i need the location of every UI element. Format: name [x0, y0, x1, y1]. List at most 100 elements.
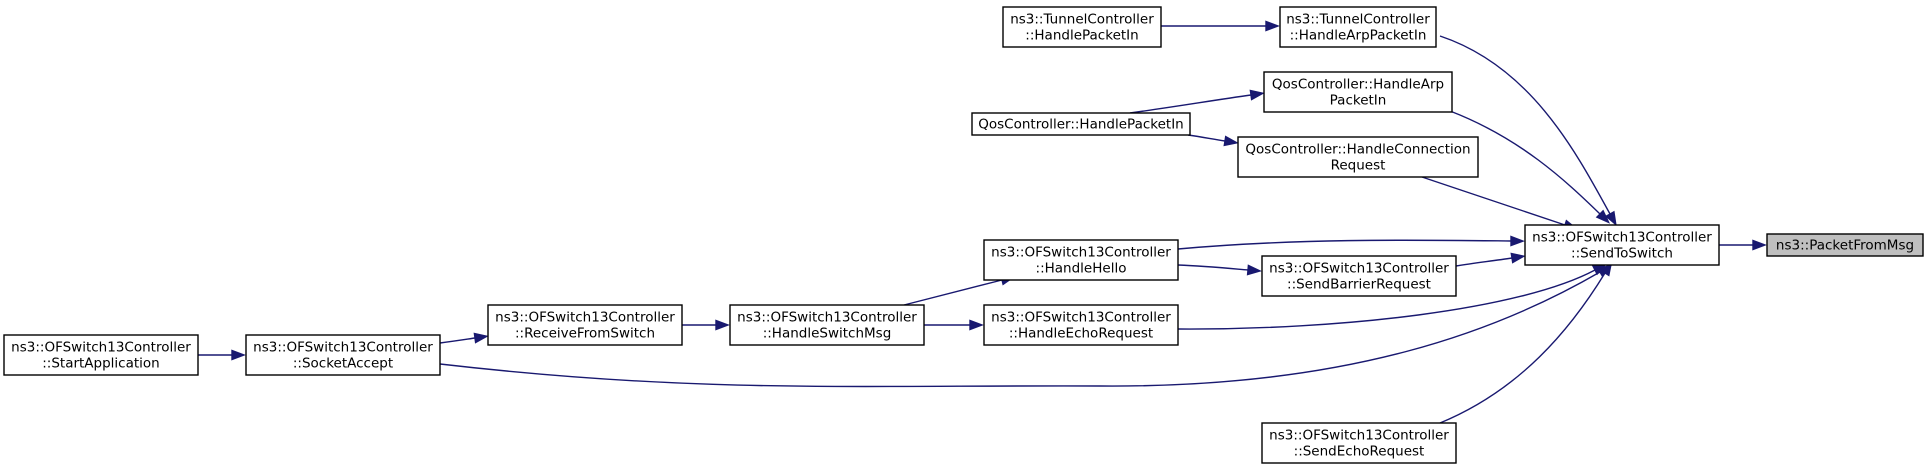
node-box[interactable]: [1261, 422, 1457, 464]
edge-line: [1177, 239, 1512, 250]
node-qos-handle-arp[interactable]: QosController::HandleArpPacketIn: [1263, 71, 1453, 113]
edge-line: [903, 279, 1003, 306]
node-label: ns3::OFSwitch13Controller: [495, 310, 675, 326]
node-send-echo[interactable]: ns3::OFSwitch13Controller::SendEchoReque…: [1261, 422, 1457, 464]
edge-arrowhead: [1510, 252, 1526, 264]
node-box[interactable]: [1766, 233, 1924, 257]
node-label: ::SendEchoRequest: [1294, 444, 1425, 460]
edge-arrowhead: [969, 319, 984, 331]
edge-arrowhead: [473, 332, 489, 344]
node-handle-hello[interactable]: ns3::OFSwitch13Controller::HandleHello: [983, 239, 1179, 281]
node-label: ::SocketAccept: [293, 356, 393, 372]
node-send-to-switch[interactable]: ns3::OFSwitch13Controller::SendToSwitch: [1524, 224, 1720, 266]
node-label: ::ReceiveFromSwitch: [515, 326, 655, 342]
node-box[interactable]: [3, 334, 199, 376]
node-send-barrier[interactable]: ns3::OFSwitch13Controller::SendBarrierRe…: [1261, 255, 1457, 297]
node-box[interactable]: [1524, 224, 1720, 266]
node-label: ::StartApplication: [42, 356, 160, 372]
edge-line: [1449, 110, 1601, 215]
node-label: ::HandlePacketIn: [1025, 28, 1138, 44]
node-handle-echo[interactable]: ns3::OFSwitch13Controller::HandleEchoReq…: [983, 304, 1179, 346]
node-label: ns3::OFSwitch13Controller: [991, 310, 1171, 326]
node-box[interactable]: [983, 239, 1179, 281]
node-qos-handle-packet[interactable]: QosController::HandlePacketIn: [971, 112, 1191, 136]
edge-line: [1455, 257, 1513, 267]
edge-line: [1439, 35, 1611, 215]
edge-line: [439, 337, 476, 344]
node-label: ns3::OFSwitch13Controller: [11, 340, 191, 356]
edge-qos_handle_packet-to-qos_handle_arp: [1129, 89, 1265, 114]
node-receive-from-switch[interactable]: ns3::OFSwitch13Controller::ReceiveFromSw…: [487, 304, 683, 346]
node-label: ns3::OFSwitch13Controller: [737, 310, 917, 326]
node-label: QosController::HandleConnection: [1245, 142, 1470, 158]
node-label: ::HandleArpPacketIn: [1290, 28, 1427, 44]
node-label: ::HandleHello: [1036, 261, 1127, 277]
edge-qos_handle_packet-to-qos_handle_conn: [1187, 134, 1239, 147]
node-label: ns3::TunnelController: [1010, 12, 1154, 28]
edge-qos_handle_arp-to-send_to_switch: [1449, 110, 1611, 224]
node-label: QosController::HandlePacketIn: [978, 117, 1184, 133]
edge-send_echo-to-send_to_switch: [1439, 261, 1613, 424]
edge-tunnel_handle_packet-to-tunnel_handle_arp: [1161, 20, 1280, 32]
edge-line: [1177, 264, 1249, 271]
node-label: Request: [1331, 158, 1386, 174]
edge-arrowhead: [1595, 209, 1611, 224]
edge-line: [1439, 272, 1606, 424]
edge-arrowhead: [1752, 239, 1767, 251]
node-box[interactable]: [1263, 71, 1453, 113]
edge-line: [1187, 134, 1226, 142]
edge-arrowhead: [1246, 264, 1262, 276]
node-box[interactable]: [1279, 6, 1437, 48]
edge-handle_hello-to-send_to_switch: [1177, 235, 1525, 250]
function-nodes: ns3::PacketFromMsgns3::OFSwitch13Control…: [3, 6, 1924, 464]
edge-line: [1129, 94, 1252, 114]
edge-arrowhead: [1249, 89, 1265, 101]
edge-receive_from_switch-to-handle_switch_msg: [682, 319, 730, 331]
edge-handle_hello-to-send_barrier: [1177, 264, 1262, 276]
edge-start_application-to-socket_accept: [198, 349, 246, 361]
edge-arrowhead: [231, 349, 246, 361]
edge-handle_switch_msg-to-handle_echo: [924, 319, 984, 331]
node-box[interactable]: [245, 334, 441, 376]
edge-arrowhead: [1510, 235, 1525, 247]
node-label: ::SendToSwitch: [1571, 246, 1673, 262]
edge-send_barrier-to-send_to_switch: [1455, 252, 1526, 267]
node-packet-from-msg[interactable]: ns3::PacketFromMsg: [1766, 233, 1924, 257]
node-box[interactable]: [1237, 136, 1479, 178]
node-label: ns3::PacketFromMsg: [1776, 238, 1914, 254]
node-start-application[interactable]: ns3::OFSwitch13Controller::StartApplicat…: [3, 334, 199, 376]
call-edges: [198, 20, 1767, 424]
node-label: ns3::OFSwitch13Controller: [1269, 261, 1449, 277]
edge-arrowhead: [715, 319, 730, 331]
edge-line: [1177, 269, 1596, 330]
node-box[interactable]: [971, 112, 1191, 136]
node-label: ::HandleSwitchMsg: [763, 326, 892, 342]
node-label: ns3::OFSwitch13Controller: [1532, 230, 1712, 246]
edge-tunnel_handle_arp-to-send_to_switch: [1439, 35, 1617, 227]
edge-arrowhead: [1265, 20, 1280, 32]
edge-socket_accept-to-receive_from_switch: [439, 332, 489, 344]
node-label: ns3::TunnelController: [1286, 12, 1430, 28]
edge-send_to_switch-to-packet_from_msg: [1719, 239, 1767, 251]
node-label: ::SendBarrierRequest: [1287, 277, 1431, 293]
node-label: ns3::OFSwitch13Controller: [1269, 428, 1449, 444]
edge-qos_handle_conn-to-send_to_switch: [1421, 176, 1579, 231]
edge-line: [1421, 176, 1566, 226]
edge-arrowhead: [1223, 135, 1239, 147]
edge-line: [439, 271, 1601, 388]
node-label: ns3::OFSwitch13Controller: [991, 245, 1171, 261]
node-box[interactable]: [487, 304, 683, 346]
node-tunnel-handle-arp[interactable]: ns3::TunnelController::HandleArpPacketIn: [1279, 6, 1437, 48]
node-box[interactable]: [983, 304, 1179, 346]
node-socket-accept[interactable]: ns3::OFSwitch13Controller::SocketAccept: [245, 334, 441, 376]
node-box[interactable]: [729, 304, 925, 346]
node-label: ::HandleEchoRequest: [1009, 326, 1153, 342]
node-handle-switch-msg[interactable]: ns3::OFSwitch13Controller::HandleSwitchM…: [729, 304, 925, 346]
node-tunnel-handle-packet[interactable]: ns3::TunnelController::HandlePacketIn: [1002, 6, 1162, 48]
node-label: ns3::OFSwitch13Controller: [253, 340, 433, 356]
edge-arrowhead: [1604, 210, 1617, 227]
node-box[interactable]: [1002, 6, 1162, 48]
node-box[interactable]: [1261, 255, 1457, 297]
